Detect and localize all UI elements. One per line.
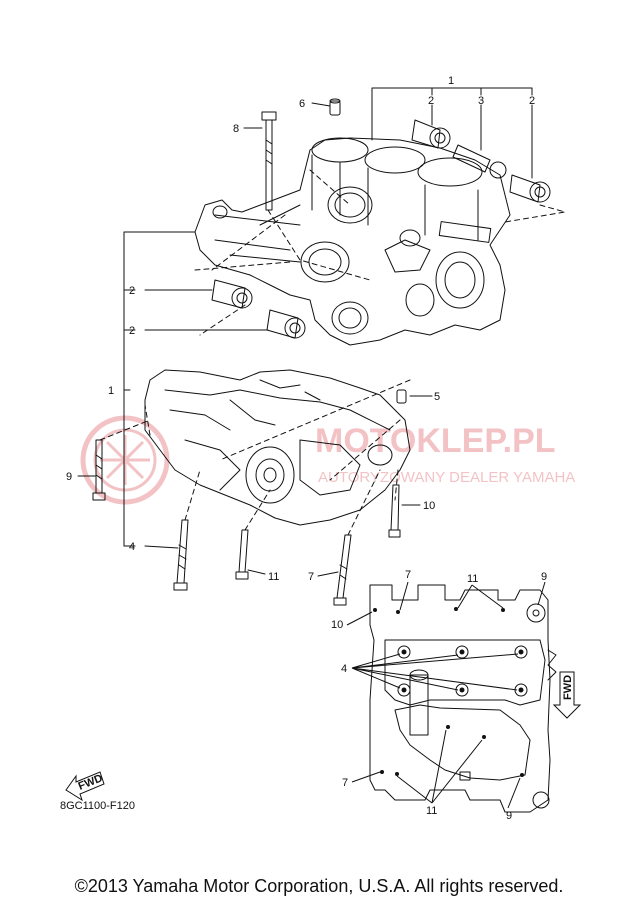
- callout-11-inset-bottom: 11: [426, 805, 437, 817]
- inset-fastener-dots: [373, 607, 524, 777]
- lower-crankcase: [144, 369, 411, 526]
- callout-9-inset-bottom: 9: [506, 810, 512, 822]
- inset-leader-lines: [346, 581, 546, 809]
- figure-code: 8GC1100-F120: [60, 800, 136, 812]
- callout-2-left-b: 2: [129, 325, 135, 337]
- leader-lines: [77, 87, 566, 577]
- copyright-notice: ©2013 Yamaha Motor Corporation, U.S.A. A…: [74, 876, 564, 896]
- fwd-arrow-left-icon: FWD: [65, 771, 105, 802]
- callout-10-inset: 10: [331, 619, 343, 631]
- watermark: MOTOKLEP.PL AUTORYZOWANY DEALER YAMAHA: [80, 415, 575, 505]
- callout-10-right: 10: [423, 500, 435, 512]
- callout-2a: 2: [428, 95, 434, 107]
- callout-4-inset: 4: [341, 663, 347, 675]
- bolt-11: [235, 529, 249, 580]
- callout-1-left: 1: [108, 385, 114, 397]
- callout-9-left: 9: [66, 471, 72, 483]
- callout-11-mid: 11: [268, 571, 279, 583]
- callout-9-inset-top: 9: [541, 571, 547, 583]
- fwd-label-inset: FWD: [562, 675, 574, 700]
- bolt-8: [261, 111, 277, 211]
- bolt-4: [173, 519, 189, 591]
- callout-2b: 2: [529, 95, 535, 107]
- dowel-6: [329, 98, 341, 116]
- callout-6: 6: [299, 98, 305, 110]
- crankcase-bottom-inset: [369, 584, 557, 813]
- spacer-3: [452, 144, 507, 179]
- bearing-2d: [266, 309, 306, 339]
- callout-7-inset-bottom: 7: [342, 777, 348, 789]
- watermark-sub-text: AUTORYZOWANY DEALER YAMAHA: [318, 469, 575, 486]
- callout-numbers: 1 2 3 2 6 8 2 2 1 5 9 10 4 11 7 7 11 9 1…: [66, 75, 547, 822]
- callout-5: 5: [434, 391, 440, 403]
- callout-8: 8: [233, 123, 239, 135]
- upper-crankcase: [194, 137, 511, 346]
- bolt-10: [388, 484, 401, 538]
- callout-7-inset-top: 7: [405, 569, 411, 581]
- callout-1-top: 1: [448, 75, 454, 87]
- callout-7-mid: 7: [308, 571, 314, 583]
- callout-2-left-a: 2: [129, 285, 135, 297]
- callout-4-left: 4: [129, 541, 135, 553]
- bearing-2b: [509, 174, 551, 203]
- bolt-7: [333, 534, 352, 606]
- fwd-arrow-icon: FWD: [552, 671, 582, 719]
- callout-11-inset-top: 11: [467, 573, 478, 585]
- watermark-main-text: MOTOKLEP.PL: [315, 422, 556, 460]
- bearing-2a: [411, 119, 451, 149]
- bearing-2c: [211, 279, 253, 309]
- dowel-5: [396, 389, 407, 404]
- bolt-9: [92, 439, 106, 501]
- callout-3: 3: [478, 95, 484, 107]
